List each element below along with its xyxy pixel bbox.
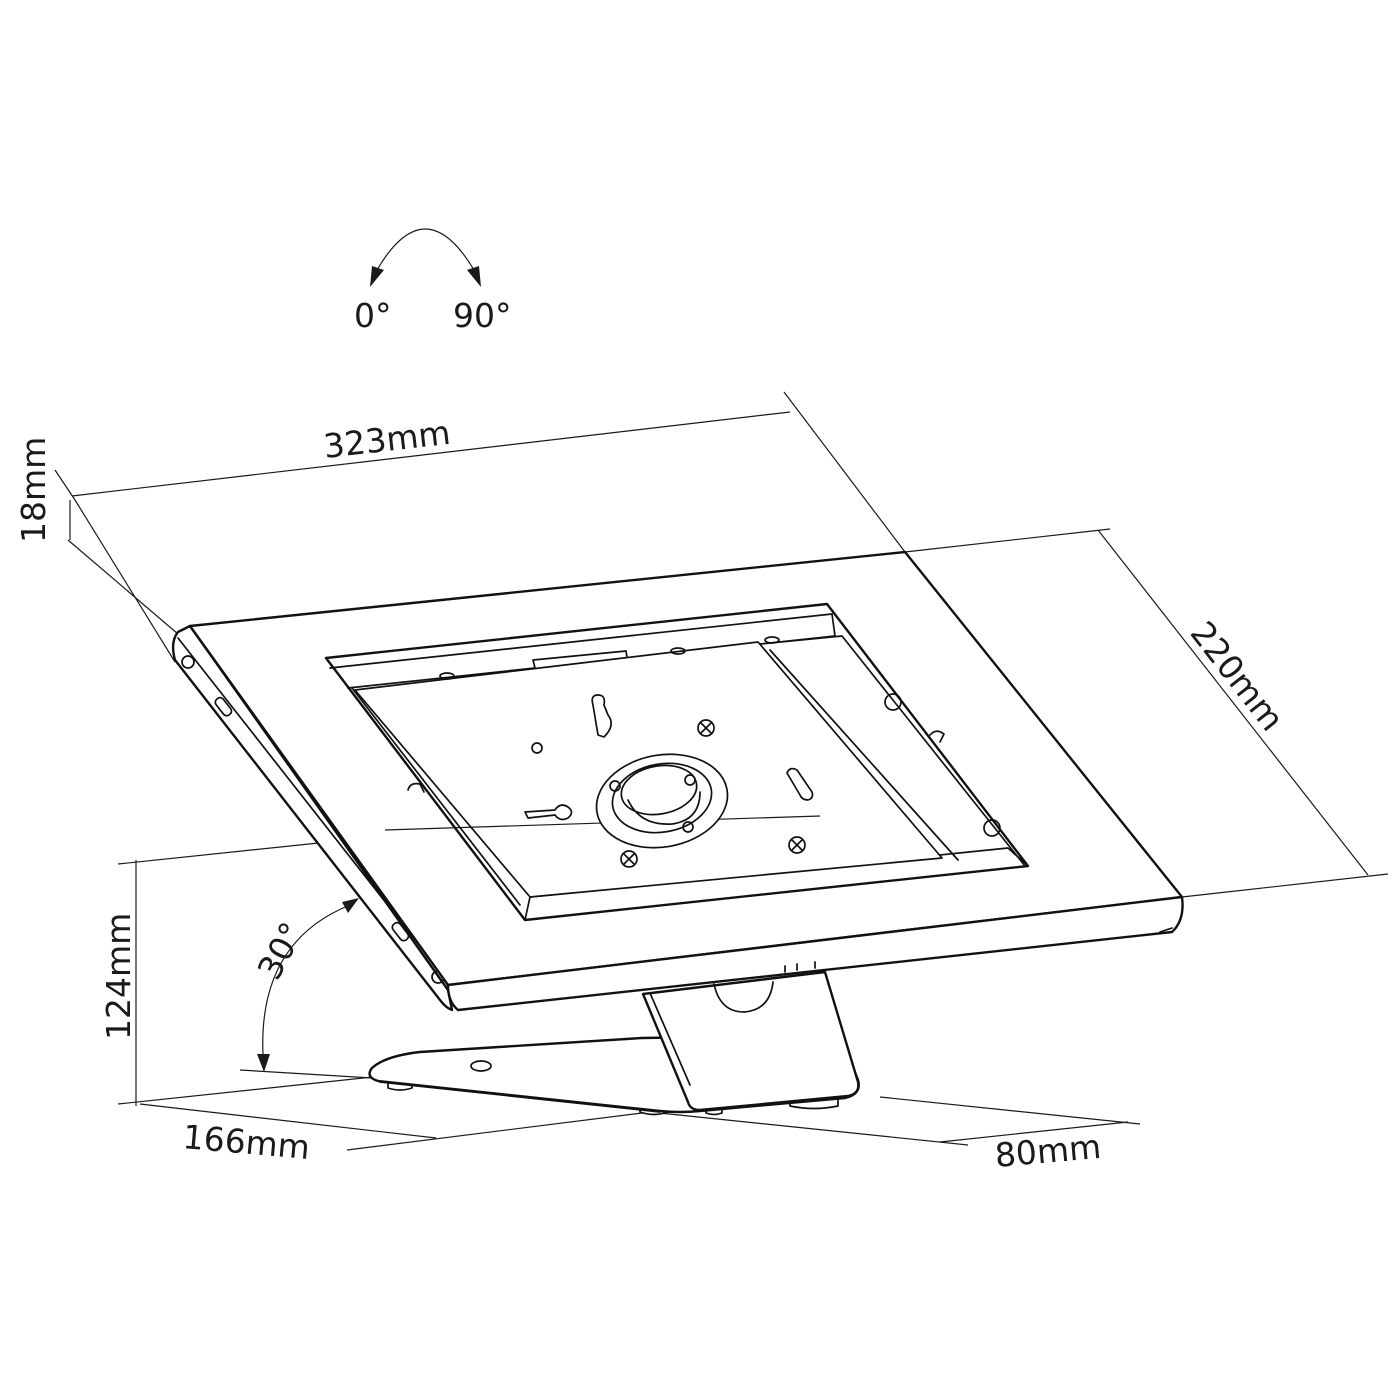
tilt-angle-indicator bbox=[257, 898, 359, 1072]
width-label: 323mm bbox=[321, 413, 452, 466]
enclosure-left-side bbox=[171, 624, 454, 1012]
base-length-label: 166mm bbox=[181, 1117, 311, 1167]
enclosure-bottom-edge bbox=[446, 895, 1184, 1012]
base-screw-hole bbox=[470, 1060, 492, 1072]
rotation-hub bbox=[595, 753, 729, 849]
tablet-enclosure bbox=[171, 550, 1184, 1012]
tilt-arrowhead-bottom bbox=[257, 1054, 270, 1072]
rotation-start-label: 0° bbox=[354, 296, 392, 335]
rotation-arc bbox=[376, 228, 475, 271]
tilt-arrowhead-top bbox=[342, 898, 359, 913]
rotation-arrowhead-left bbox=[370, 266, 384, 287]
base-width-label: 80mm bbox=[993, 1127, 1102, 1175]
rotation-end-label: 90° bbox=[453, 296, 512, 335]
dimension-labels: 323mm 18mm 220mm 124mm 30° 166mm 80mm bbox=[14, 413, 1292, 1175]
stand-cable-opening bbox=[713, 981, 774, 1013]
keyhole-slot-left bbox=[524, 804, 573, 821]
keyhole-slot-top bbox=[591, 694, 613, 738]
stand-base bbox=[368, 970, 860, 1116]
rotation-arrowhead-right bbox=[467, 266, 481, 287]
stand-column bbox=[641, 970, 860, 1112]
rotation-indicator: 0° 90° bbox=[354, 228, 512, 335]
dimension-lines bbox=[54, 391, 1389, 1151]
screw-group bbox=[531, 719, 806, 868]
tilt-angle-arc bbox=[262, 904, 351, 1056]
tilt-angle-label: 30° bbox=[250, 916, 312, 986]
depth-label: 18mm bbox=[14, 437, 53, 543]
stand-height-label: 124mm bbox=[99, 913, 138, 1040]
vesa-slot bbox=[786, 767, 814, 801]
height-label: 220mm bbox=[1183, 614, 1292, 738]
